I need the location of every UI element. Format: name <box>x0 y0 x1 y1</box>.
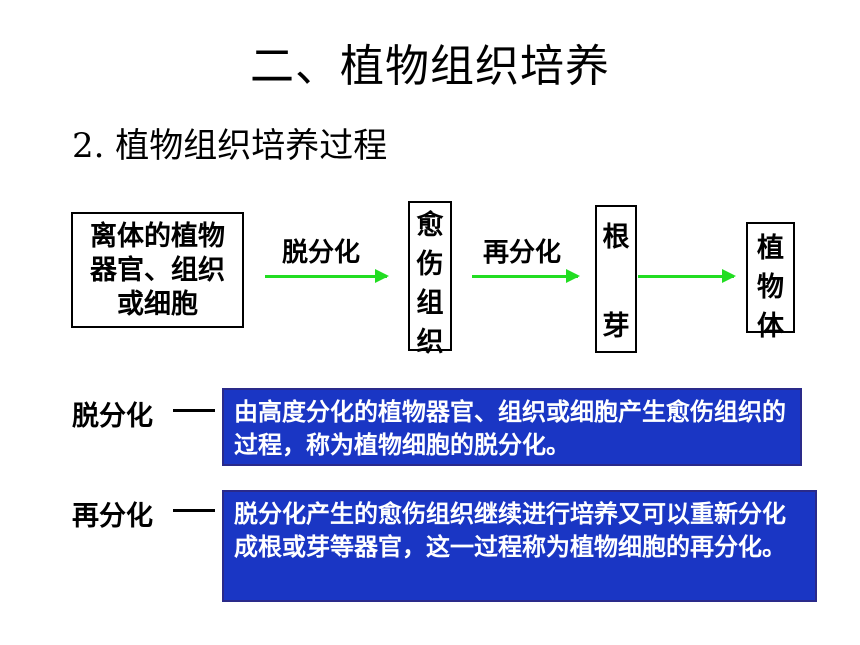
plant-box-char: 物 <box>757 272 784 303</box>
plant-box-char: 体 <box>757 311 784 342</box>
definition-term: 再分化 <box>72 501 153 532</box>
plant-box: 植 物 体 <box>746 222 795 342</box>
callus-box-char: 织 <box>416 327 444 358</box>
root-bud-char: 根 <box>602 222 630 253</box>
start-box: 离体的植物 器官、组织 或细胞 <box>71 212 244 328</box>
step-label-dedifferentiation: 脱分化 <box>282 238 361 268</box>
arrow-right <box>638 269 736 283</box>
slide-subtitle: 2. 植物组织培养过程 <box>72 126 388 166</box>
definition-box: 脱分化产生的愈伤组织继续进行培养又可以重新分化成根或芽等器官，这一过程称为植物细… <box>222 490 817 602</box>
callus-box: 愈 伤 组 织 <box>408 201 452 358</box>
definition-connector <box>173 409 215 412</box>
start-box-line: 器官、组织 <box>90 255 225 286</box>
plant-box-char: 植 <box>757 233 784 264</box>
arrow-right <box>265 269 389 283</box>
root-bud-char: 芽 <box>602 311 630 342</box>
definition-term: 脱分化 <box>72 401 153 432</box>
callus-box-char: 愈 <box>416 210 444 241</box>
start-box-line: 或细胞 <box>117 289 198 320</box>
definition-text: 由高度分化的植物器官、组织或细胞产生愈伤组织的过程，称为植物细胞的脱分化。 <box>234 398 786 459</box>
callus-box-char: 伤 <box>416 249 444 280</box>
definition-connector <box>173 509 215 512</box>
start-box-line: 离体的植物 <box>90 221 225 252</box>
slide-title: 二、植物组织培养 <box>250 41 610 92</box>
callus-box-char: 组 <box>416 288 444 319</box>
definition-text: 脱分化产生的愈伤组织继续进行培养又可以重新分化成根或芽等器官，这一过程称为植物细… <box>234 500 786 561</box>
root-bud-box: 根 芽 <box>595 205 637 353</box>
definition-box: 由高度分化的植物器官、组织或细胞产生愈伤组织的过程，称为植物细胞的脱分化。 <box>222 388 802 466</box>
step-label-redifferentiation: 再分化 <box>483 238 562 268</box>
arrow-right <box>472 269 580 283</box>
